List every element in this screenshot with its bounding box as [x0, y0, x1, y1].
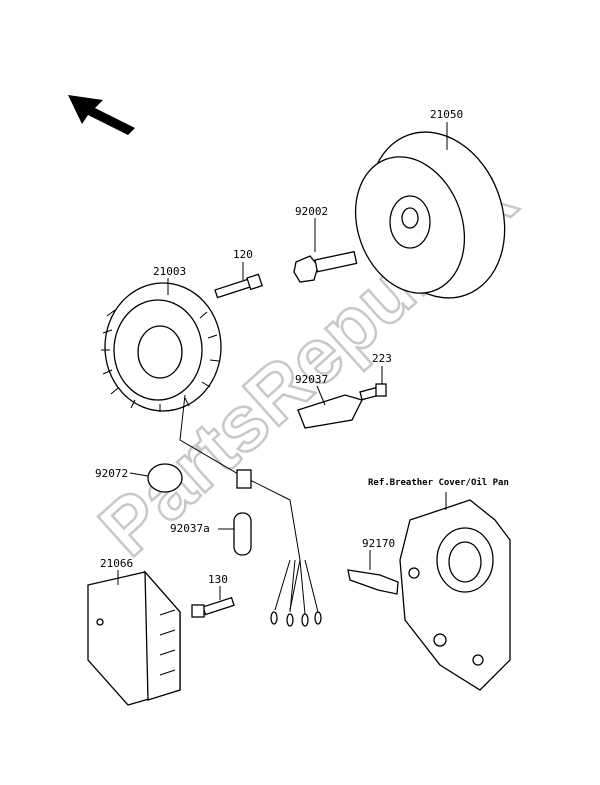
- label-130: 130: [208, 573, 228, 586]
- stator-part: [101, 282, 222, 412]
- breather-cover-part: [399, 499, 511, 691]
- clamp-a-part: [233, 512, 252, 556]
- plate-bolt-part: [359, 383, 387, 401]
- bracket-part: [347, 569, 399, 595]
- clamp-part: [147, 463, 183, 493]
- front-direction-arrow-icon: [68, 95, 135, 135]
- plate-part: [297, 394, 363, 429]
- label-92037a: 92037a: [170, 522, 210, 535]
- label-21066: 21066: [100, 557, 133, 570]
- label-92072: 92072: [95, 467, 128, 480]
- label-21050: 21050: [430, 108, 463, 121]
- reference-note: Ref.Breather Cover/Oil Pan: [368, 477, 509, 488]
- label-92002: 92002: [295, 205, 328, 218]
- grommet-part: [236, 469, 252, 489]
- regulator-part: [87, 570, 181, 706]
- label-223: 223: [372, 352, 392, 365]
- regulator-bolt-part: [191, 596, 235, 618]
- label-92037: 92037: [295, 373, 328, 386]
- stator-bolt-part: [214, 273, 263, 299]
- flywheel-part: [354, 131, 506, 299]
- label-21003: 21003: [153, 265, 186, 278]
- flywheel-bolt-part: [293, 250, 358, 283]
- connector-terminals: [270, 611, 322, 627]
- label-92170: 92170: [362, 537, 395, 550]
- label-120: 120: [233, 248, 253, 261]
